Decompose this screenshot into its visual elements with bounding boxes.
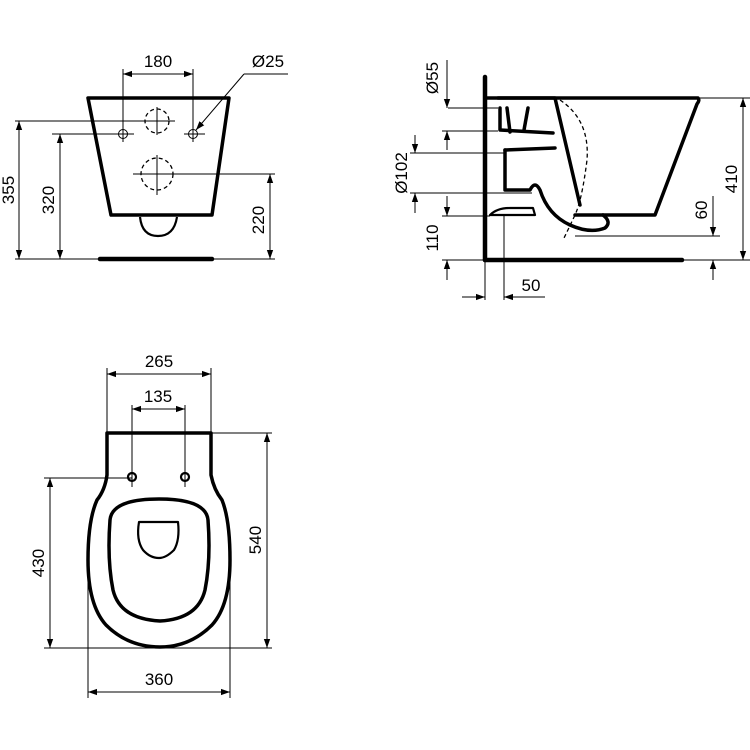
dim-inlet-diameter: Ø55 — [423, 62, 442, 94]
side-inlet-channel — [496, 96, 582, 207]
rear-bowl-outline — [86, 96, 231, 217]
dim-seat-fixing-spacing: 135 — [144, 387, 172, 406]
dim-fixing-to-front: 430 — [29, 549, 48, 577]
dim-height-outlet: 220 — [249, 206, 268, 234]
dim-fixing-spacing: 180 — [144, 52, 172, 71]
side-outlet-spigot — [488, 206, 537, 217]
rear-view: 180 Ø25 355 320 220 — [0, 52, 288, 262]
dim-back-width: 265 — [145, 352, 173, 371]
dim-height-fixing: 320 — [39, 186, 58, 214]
dim-total-width: 360 — [145, 670, 173, 689]
dim-total-length: 540 — [246, 526, 265, 554]
dim-bottom-clearance: 60 — [692, 201, 711, 220]
dim-wall-offset: 50 — [522, 276, 541, 295]
dim-total-height: 410 — [722, 165, 741, 193]
dim-outlet-diameter: Ø102 — [392, 152, 411, 194]
top-view: 265 135 430 540 360 — [29, 352, 272, 698]
top-bowl-outline — [86, 431, 232, 649]
dim-fixing-hole-diameter: Ø25 — [252, 52, 284, 71]
top-seat-opening — [107, 497, 211, 623]
rear-trap-bulge — [138, 216, 179, 238]
dim-outlet-height: 110 — [423, 224, 442, 251]
top-flush-rim — [137, 520, 180, 560]
dim-height-upper: 355 — [0, 176, 18, 204]
side-view: Ø55 Ø102 110 50 410 60 — [392, 60, 750, 301]
side-trap-dashed — [559, 99, 588, 239]
side-bowl-outline — [483, 96, 701, 217]
